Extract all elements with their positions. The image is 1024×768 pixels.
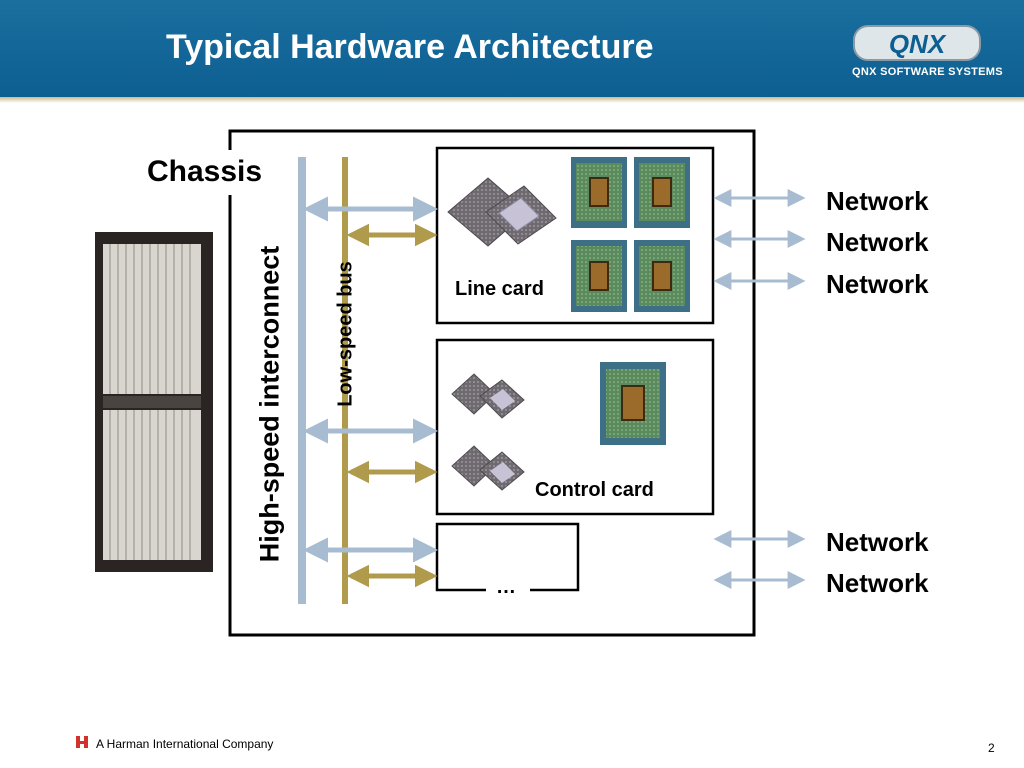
- high-speed-interconnect-label: High-speed interconnect: [254, 245, 285, 563]
- network-label: Network: [826, 527, 929, 557]
- motorola-chip-icon: [447, 177, 557, 247]
- low-speed-arrow: [346, 223, 438, 588]
- footer-company: A Harman International Company: [96, 737, 274, 751]
- qnx-logo-icon: QNX: [853, 25, 981, 61]
- harman-logo-icon: [76, 736, 88, 748]
- green-chip-icon: [634, 157, 690, 228]
- network-label: Network: [826, 227, 929, 257]
- server-rack-icon: [95, 232, 213, 572]
- green-chip-icon: [571, 240, 627, 312]
- network-arrow: [713, 189, 806, 589]
- motorola-chip-icon: [451, 445, 525, 491]
- extra-card-label: …: [496, 576, 516, 598]
- network-label: Network: [826, 269, 929, 299]
- logo-tagline: QNX SOFTWARE SYSTEMS: [852, 66, 1003, 78]
- green-chip-icon: [600, 362, 666, 445]
- high-speed-arrow: [303, 196, 438, 563]
- chassis-label: Chassis: [147, 155, 263, 188]
- low-speed-bus-label: Low-speed bus: [334, 261, 357, 407]
- logo-text: QNX: [889, 29, 947, 59]
- green-chip-icon: [634, 240, 690, 312]
- network-label: Network: [826, 568, 929, 598]
- control-card-label: Control card: [535, 479, 654, 501]
- motorola-chip-icon: [451, 373, 525, 419]
- page-number: 2: [988, 741, 995, 755]
- line-card-label: Line card: [455, 278, 544, 300]
- header-divider: [0, 97, 1024, 103]
- chassis-box: [228, 129, 756, 637]
- control-card-box: [435, 338, 715, 516]
- network-label: Network: [826, 186, 929, 216]
- slide-title: Typical Hardware Architecture: [166, 28, 654, 66]
- green-chip-icon: [571, 157, 627, 228]
